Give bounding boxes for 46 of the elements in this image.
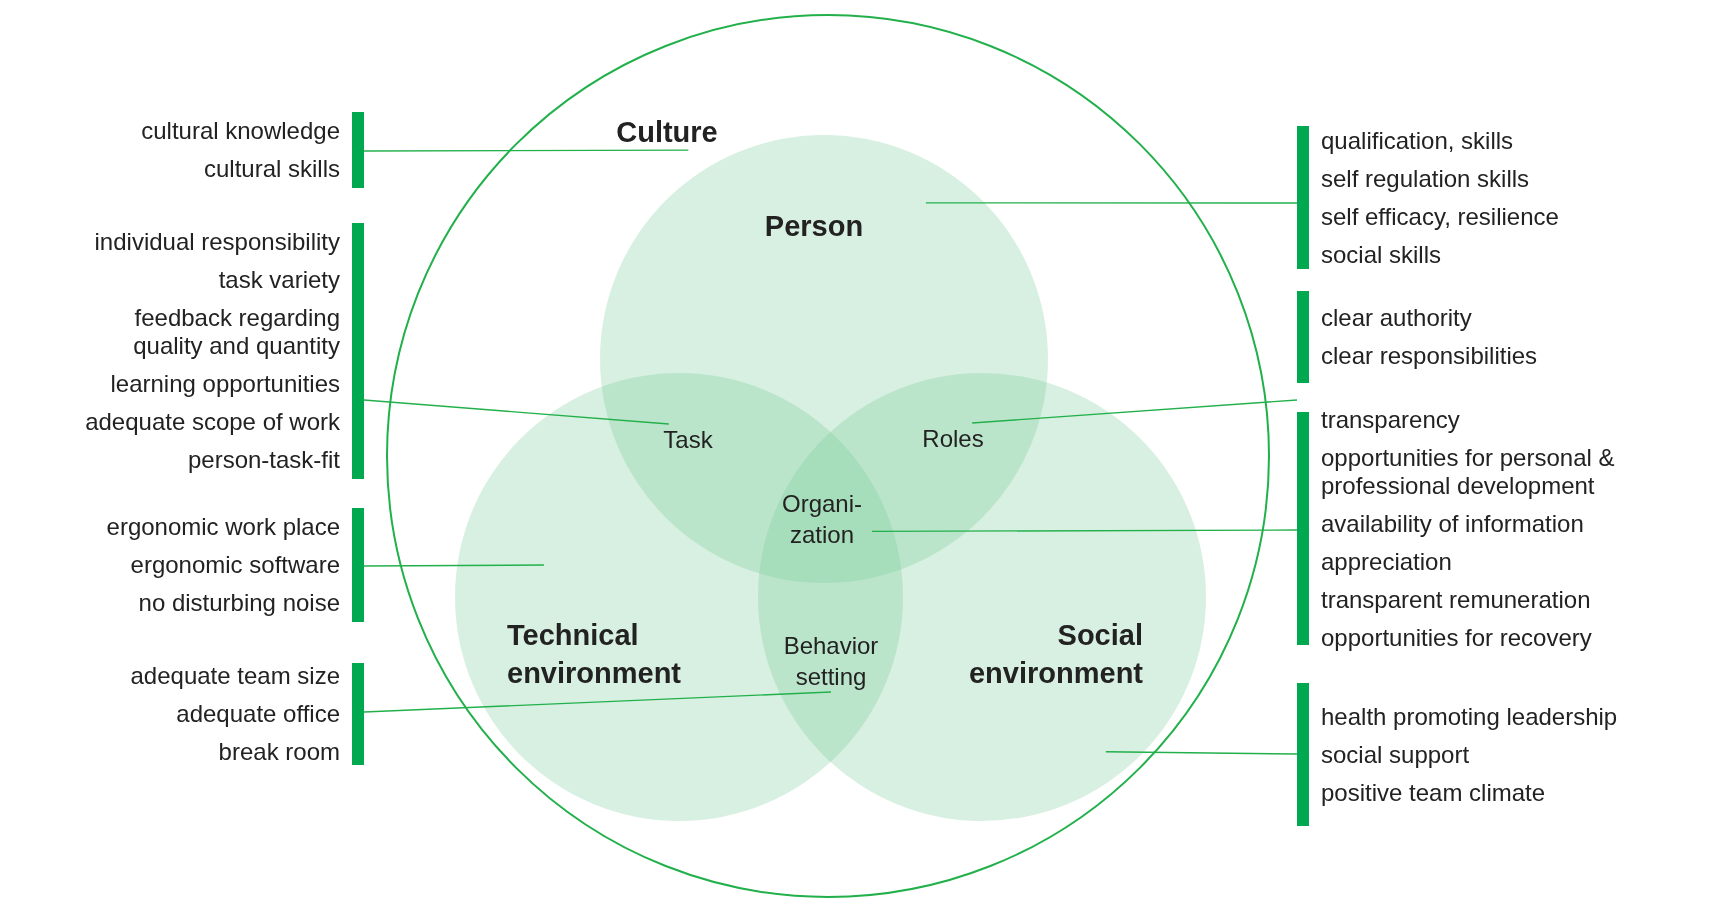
list-item: social support xyxy=(1321,740,1470,769)
list-item: cultural skills xyxy=(203,155,340,183)
list-item: opportunities for personal & professional development xyxy=(1321,443,1616,500)
list-item: adequate team size xyxy=(130,662,340,690)
leader-line xyxy=(363,564,545,567)
list-item: clear responsibilities xyxy=(1321,342,1538,370)
list-item: ergonomic software xyxy=(130,551,340,579)
list-item: opportunities for recovery xyxy=(1321,623,1592,652)
leader-line xyxy=(971,399,1298,424)
list-item: adequate office xyxy=(176,700,340,728)
region-label: Task xyxy=(640,424,736,455)
list-item: adequate scope of work xyxy=(85,408,340,436)
list-item: self efficacy, resilience xyxy=(1321,202,1559,231)
list-item: transparency xyxy=(1321,405,1460,434)
region-label: Roles xyxy=(905,423,1001,454)
list-item: health promoting leadership xyxy=(1321,702,1618,731)
circle-label: Technical environment xyxy=(507,618,683,691)
list-item: ergonomic work place xyxy=(106,513,340,541)
list-item: learning opportunities xyxy=(110,370,340,398)
region-label: Organi- zation xyxy=(772,488,872,550)
list-item: individual responsibility xyxy=(94,228,340,256)
leader-line xyxy=(363,399,670,425)
circle-label: Person xyxy=(763,209,865,244)
list-item: feedback regarding quality and quantity xyxy=(132,304,340,360)
leader-line xyxy=(363,691,832,713)
leader-line xyxy=(1105,751,1298,755)
list-item: transparent remuneration xyxy=(1321,585,1591,614)
list-item: positive team climate xyxy=(1321,778,1546,807)
list-item: person-task-fit xyxy=(187,446,340,474)
circle-label: Social environment xyxy=(967,618,1143,691)
circle-label: Culture xyxy=(615,115,719,150)
list-item: appreciation xyxy=(1321,547,1452,576)
list-item: self regulation skills xyxy=(1321,164,1530,193)
list-item: availability of information xyxy=(1321,509,1584,538)
list-item: cultural knowledge xyxy=(141,117,340,145)
leader-line xyxy=(925,202,1298,204)
list-item: task variety xyxy=(218,266,340,294)
list-item: social skills xyxy=(1321,240,1442,269)
leader-line xyxy=(363,149,690,152)
region-label: Behavior setting xyxy=(761,630,901,692)
outer-circle xyxy=(386,14,1270,898)
list-item: break room xyxy=(218,738,340,766)
list-item: no disturbing noise xyxy=(138,589,340,617)
list-item: qualification, skills xyxy=(1321,126,1514,155)
leader-line xyxy=(871,529,1298,533)
list-item: clear authority xyxy=(1321,304,1472,332)
